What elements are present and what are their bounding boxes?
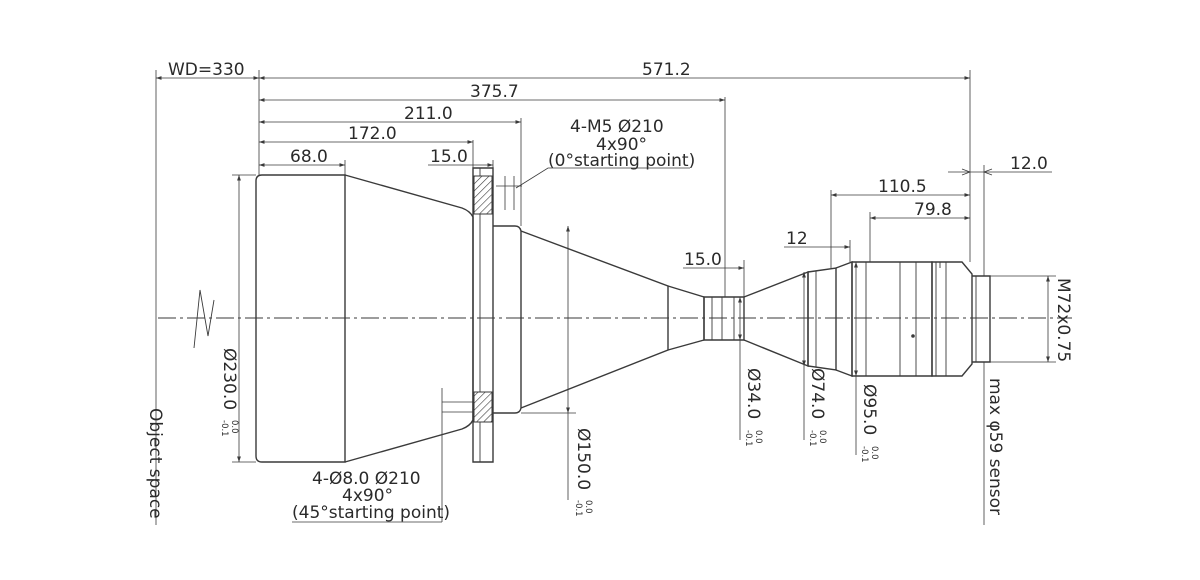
dim-thread-label: M72x0.75 bbox=[1053, 278, 1073, 362]
object-space-label: Object space bbox=[145, 408, 165, 519]
m72-thread bbox=[972, 275, 991, 363]
break-symbol bbox=[193, 289, 215, 349]
dim-211-label: 211.0 bbox=[404, 104, 453, 124]
front-cone bbox=[344, 174, 474, 463]
dim-375-label: 375.7 bbox=[470, 82, 519, 102]
dim-d150-label: Ø150.0 bbox=[573, 428, 593, 490]
d230-tol-lower: -0.1 bbox=[219, 420, 229, 437]
flange-hatch-top bbox=[473, 175, 493, 215]
set-screw bbox=[911, 334, 915, 338]
note-m5-line2: 4x90° bbox=[596, 135, 647, 155]
note-hole-line1: 4-Ø8.0 Ø210 bbox=[312, 469, 421, 489]
mount-ring bbox=[493, 225, 522, 414]
rear-cone bbox=[520, 230, 669, 409]
leader-m5 bbox=[515, 167, 690, 189]
dim-79-label: 79.8 bbox=[914, 200, 952, 220]
lens-body bbox=[255, 167, 991, 463]
flange bbox=[472, 167, 494, 463]
dim-68-label: 68.0 bbox=[290, 147, 328, 167]
note-hole-line3: (45°starting point) bbox=[292, 503, 450, 523]
d95-tol-lower: -0.1 bbox=[859, 446, 869, 463]
dim-d95-label: Ø95.0 bbox=[859, 384, 879, 435]
sensor-label: max φ59 sensor bbox=[985, 378, 1005, 515]
flange-hatch-bottom bbox=[473, 391, 493, 423]
dim-172-label: 172.0 bbox=[348, 124, 397, 144]
dim-d74-label: Ø74.0 bbox=[807, 368, 827, 419]
dim-flange-label: 15.0 bbox=[430, 147, 468, 167]
barrel-74 bbox=[807, 267, 837, 371]
d34-tol-lower: -0.1 bbox=[743, 430, 753, 447]
note-m5-line3: (0°starting point) bbox=[548, 151, 695, 171]
d150-tol-upper: 0.0 bbox=[583, 500, 593, 514]
dim-neck-label: 15.0 bbox=[684, 250, 722, 270]
dim-12-label: 12 bbox=[786, 229, 808, 249]
d95-tol-upper: 0.0 bbox=[869, 446, 879, 460]
dim-110-label: 110.5 bbox=[878, 177, 927, 197]
d150-tol-lower: -0.1 bbox=[573, 500, 583, 517]
d74-tol-upper: 0.0 bbox=[817, 430, 827, 444]
rear-expansion bbox=[743, 270, 809, 368]
barrel-step bbox=[835, 260, 853, 378]
barrel-95 bbox=[851, 261, 933, 377]
dim-d230-label: Ø230.0 bbox=[219, 348, 239, 410]
dim-571-label: 571.2 bbox=[642, 60, 691, 80]
note-hole-line2: 4x90° bbox=[342, 486, 393, 506]
d230-tol-upper: 0.0 bbox=[229, 420, 239, 434]
dim-wd-label: WD=330 bbox=[168, 60, 245, 80]
d74-tol-lower: -0.1 bbox=[807, 430, 817, 447]
note-m5-line1: 4-M5 Ø210 bbox=[570, 117, 664, 137]
d34-tol-upper: 0.0 bbox=[753, 430, 763, 444]
front-barrel bbox=[255, 174, 346, 463]
dim-d34-label: Ø34.0 bbox=[743, 368, 763, 419]
rear-ring bbox=[931, 261, 973, 377]
neck bbox=[703, 296, 745, 341]
dim-12b-label: 12.0 bbox=[1010, 154, 1048, 174]
